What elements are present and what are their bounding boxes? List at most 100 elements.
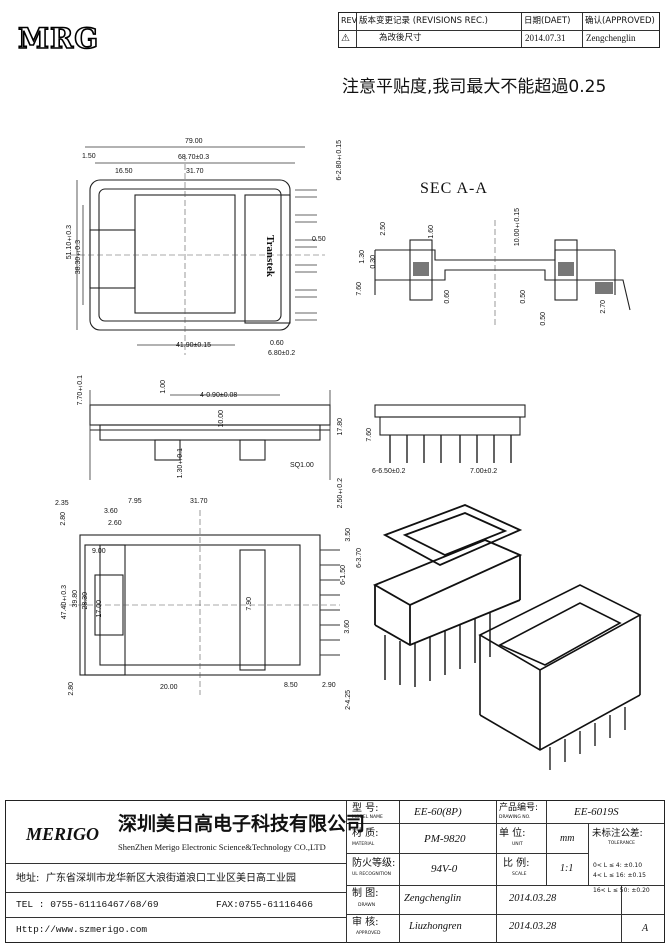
dim-0-50: 0.50 xyxy=(312,236,326,243)
logo: MRG xyxy=(17,21,100,56)
rev-col-approved: 确认(APPROVED) xyxy=(585,16,655,26)
dim-41-90: 41.90±0.15 xyxy=(176,342,211,349)
pin-dim-6-650: 6-6.50±0.2 xyxy=(372,468,406,475)
pin-view-drawing xyxy=(374,404,526,463)
bot-dim-28-30: 28.30 xyxy=(82,592,89,610)
dim-79: 79.00 xyxy=(185,138,203,145)
sec-dim-1-60: 1.60 xyxy=(428,225,435,239)
sec-dim-10-00: 10.00±0.15 xyxy=(514,208,521,247)
bot-dim-3-60: 3.60 xyxy=(104,508,118,515)
mid-dim-4-090: 4-0.90±0.08 xyxy=(200,392,238,399)
model-value: EE-60(8P) xyxy=(414,806,462,818)
rev-col-date: 日期(DAET) xyxy=(524,16,571,26)
website: Http://www.szmerigo.com xyxy=(16,924,148,935)
mid-dim-sq: SQ1.00 xyxy=(290,462,314,469)
bot-dim-3-60v: 3.60 xyxy=(344,620,351,634)
bot-dim-2-60: 2.60 xyxy=(108,520,122,527)
bot-dim-39-80: 39.80 xyxy=(72,590,79,608)
material-value: PM-9820 xyxy=(424,833,466,845)
bot-dim-2-4-25: 2-4.25 xyxy=(345,690,352,710)
rev-row1-approved: Zengchenglin xyxy=(586,33,636,43)
bottom-view-drawing xyxy=(60,510,340,695)
unit-value: mm xyxy=(560,833,575,844)
bot-dim-8-50: 8.50 xyxy=(284,682,298,689)
sec-dim-2-70: 2.70 xyxy=(600,300,607,314)
dim-31-70: 31.70 xyxy=(186,168,204,175)
rev-label: REV xyxy=(341,16,358,25)
bot-dim-3-50: 3.50 xyxy=(345,528,352,542)
bot-dim-9-00: 9.00 xyxy=(92,548,106,555)
unit-sub: UNIT xyxy=(512,842,523,847)
bot-dim-47-40: 47.40±0.3 xyxy=(61,585,68,620)
tolerance-label: 未标注公差: xyxy=(592,828,643,839)
sec-dim-0-60: 0.60 xyxy=(444,290,451,304)
approved-sub: APPROVED xyxy=(356,931,381,936)
sec-dim-7-60: 7.60 xyxy=(356,282,363,296)
fax: FAX:0755-61116466 xyxy=(216,899,313,910)
isometric-view-front xyxy=(372,504,523,687)
drawn-label: 制 图: xyxy=(352,888,379,899)
company-name-en: ShenZhen Merigo Electronic Science&Techn… xyxy=(118,842,326,852)
mid-dim-7-70: 7.70±0.1 xyxy=(77,375,84,406)
part-mark: Transtek xyxy=(264,235,276,277)
rev-row1-date: 2014.07.31 xyxy=(525,33,566,43)
side-view-drawing xyxy=(89,390,331,480)
pin-dim-7-60: 7.60 xyxy=(366,428,373,442)
fire-rating-sub: UL RECOGNITION xyxy=(352,872,392,877)
bot-dim-17-00: 17.00 xyxy=(96,600,103,618)
company-name-cn: 深圳美日高电子科技有限公司 xyxy=(118,813,366,835)
fire-rating-label: 防火等级: xyxy=(352,858,396,869)
section-label: SEC A-A xyxy=(420,180,488,197)
bot-dim-20-00: 20.00 xyxy=(160,684,178,691)
mid-dim-1-00: 1.00 xyxy=(160,380,167,394)
rev-warning-icon: ⚠ xyxy=(341,33,350,44)
model-label: 型 号: xyxy=(352,803,379,814)
scale-value: 1:1 xyxy=(560,863,574,874)
dim-38-30: 38.30±0.3 xyxy=(75,240,82,275)
bot-dim-2-80: 2.80 xyxy=(60,512,67,526)
drawn-by: Zengchenglin xyxy=(404,893,462,904)
drawn-date: 2014.03.28 xyxy=(509,893,557,904)
dim-51-10: 51.10±0.3 xyxy=(66,225,73,260)
sec-dim-0-30: 0.30 xyxy=(370,255,377,269)
material-sub: MATERIAL xyxy=(352,842,375,847)
approved-date: 2014.03.28 xyxy=(509,921,557,932)
model-sub: MODEL NAME xyxy=(352,815,383,820)
title-block: MERIGO 深圳美日高电子科技有限公司 ShenZhen Merigo Ele… xyxy=(5,800,665,943)
dim-6-80: 6.80±0.2 xyxy=(268,350,296,357)
section-view-drawing xyxy=(374,220,631,325)
fire-rating-value: 94V-0 xyxy=(431,863,458,875)
scale-label: 比 例: xyxy=(503,858,530,869)
bot-dim-6-150: 6-1.50 xyxy=(340,565,347,585)
top-view-drawing xyxy=(70,146,325,355)
bot-dim-2-35: 2.35 xyxy=(55,500,69,507)
sec-dim-1-30: 1.30 xyxy=(359,250,366,264)
tolerance-sub: TOLERANCE xyxy=(608,841,636,846)
drawn-sub: DRAWN xyxy=(358,903,376,908)
drawing-no-value: EE-6019S xyxy=(574,806,619,818)
sec-dim-2-50: 2.50 xyxy=(380,222,387,236)
scale-sub: SCALE xyxy=(512,872,527,877)
flatness-note: 注意平贴度,我司最大不能超過0.25 xyxy=(342,77,607,97)
sec-dim-0-50b: 0.50 xyxy=(540,312,547,326)
drawing-no-sub: DRAWING NO. xyxy=(499,815,531,820)
revision-table: REV 版本变更记录 (REVISIONS REC.) 日期(DAET) 确认(… xyxy=(338,12,660,48)
dim-0-60: 0.60 xyxy=(270,340,284,347)
address-label: 地址: xyxy=(16,873,40,884)
bot-dim-2-80b: 2.80 xyxy=(68,682,75,696)
tolerance-row-2: 4< L ≤ 16: ±0.15 xyxy=(593,872,646,879)
sec-dim-0-50a: 0.50 xyxy=(520,290,527,304)
material-label: 材 质: xyxy=(352,828,379,839)
bot-dim-7-90: 7.90 xyxy=(246,597,253,611)
dim-68-70: 68.70±0.3 xyxy=(178,154,210,161)
rev-col-desc: 版本变更记录 (REVISIONS REC.) xyxy=(359,16,488,26)
unit-label: 单 位: xyxy=(499,828,526,839)
dim-6-2-80: 6-2.80±0.15 xyxy=(336,140,343,181)
dim-1-50: 1.50 xyxy=(82,153,96,160)
tolerance-row-1: 0< L ≤ 4: ±0.10 xyxy=(593,862,643,869)
approved-by: Liuzhongren xyxy=(409,921,462,932)
bot-dim-31-70: 31.70 xyxy=(190,498,208,505)
mid-dim-1-30: 1.30±0.1 xyxy=(177,448,184,479)
revision-letter: A xyxy=(642,923,649,934)
telephone: TEL : 0755-61116467/68/69 xyxy=(16,899,159,910)
